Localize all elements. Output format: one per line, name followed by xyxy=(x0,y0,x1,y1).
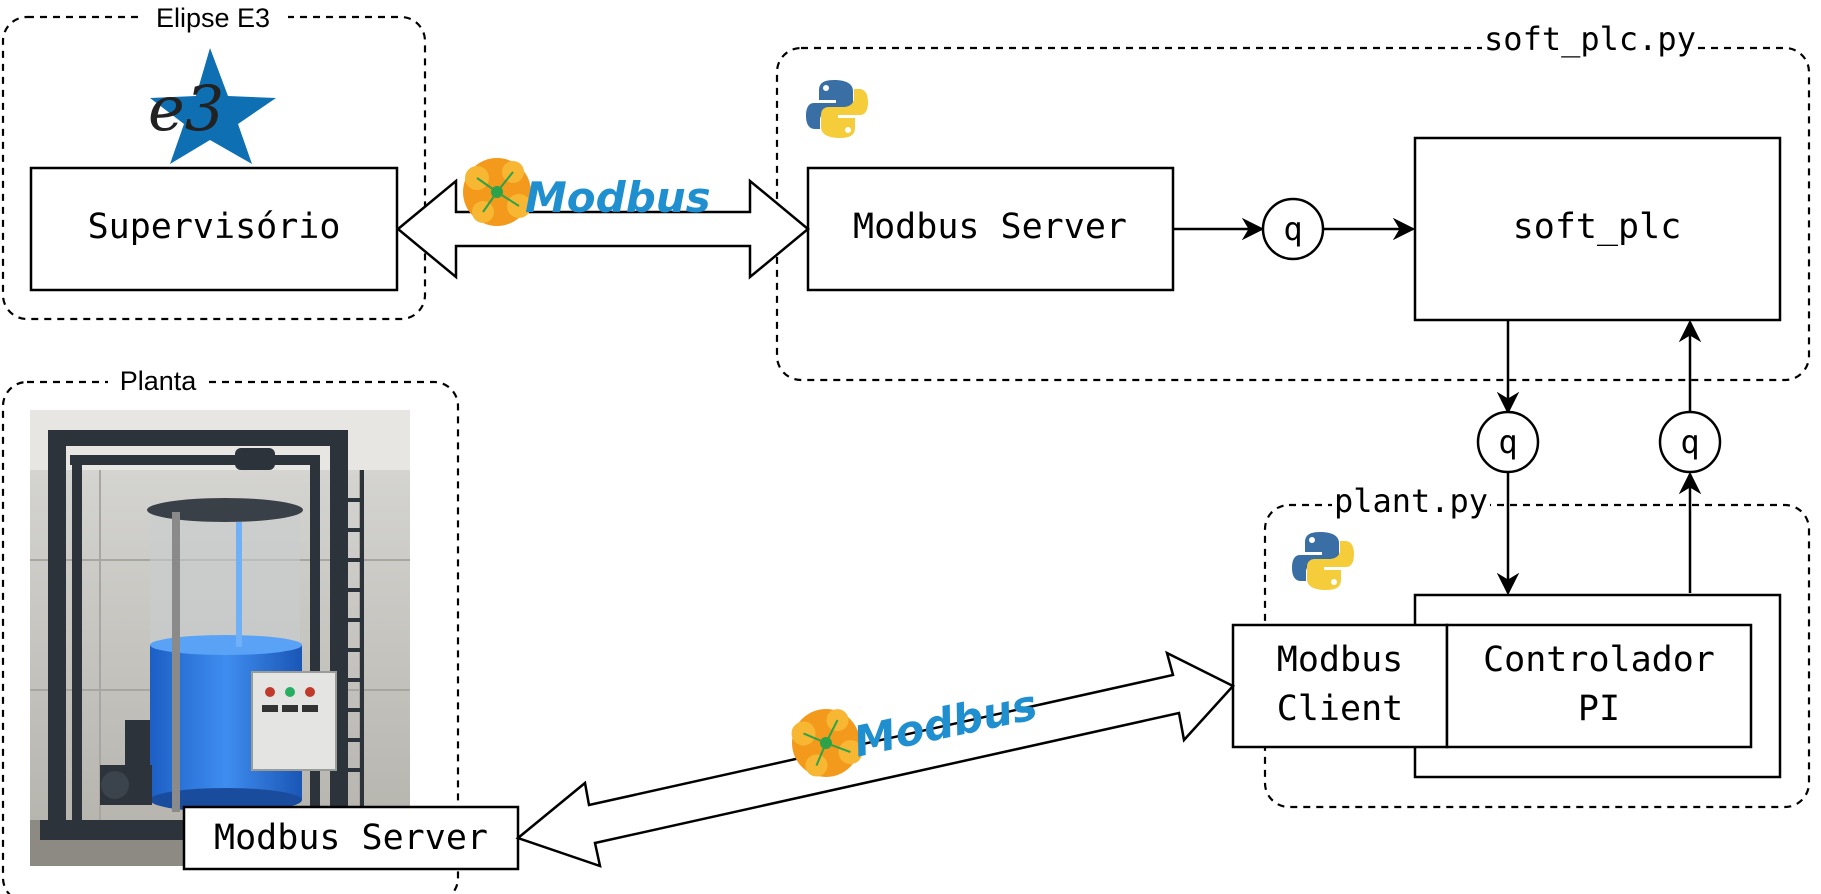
modbus-client-label-1: Modbus xyxy=(1277,640,1403,680)
modbus-server-plant-label: Modbus Server xyxy=(214,818,488,858)
python-icon xyxy=(806,80,868,138)
modbus-server-plant-box xyxy=(182,805,520,871)
modbus-link-bottom: Modbus xyxy=(515,650,1236,868)
python-icon-plant xyxy=(1292,532,1354,590)
modbus-logo-top-text: Modbus xyxy=(525,173,711,222)
group-title-elipse: Elipse E3 xyxy=(156,3,270,33)
group-plant-py: plant.py Modbus Client Controlador PI xyxy=(1231,482,1811,809)
queue-q1-label: q xyxy=(1283,210,1302,248)
group-title-soft-plc: soft_plc.py xyxy=(1484,20,1696,58)
group-planta: Planta xyxy=(1,366,520,894)
modbus-server-plc-label: Modbus Server xyxy=(853,207,1127,247)
controlador-pi-box xyxy=(1445,623,1753,749)
queue-q3-label: q xyxy=(1680,423,1699,461)
group-elipse-e3: Elipse E3 e3 Supervisório xyxy=(1,3,427,321)
soft-plc-label: soft_plc xyxy=(1513,207,1682,247)
queue-q2-label: q xyxy=(1498,423,1517,461)
soft-plc-box xyxy=(1413,136,1782,322)
group-title-plant: plant.py xyxy=(1334,482,1488,520)
modbus-client-label-2: Client xyxy=(1277,689,1403,729)
plant-tank-image xyxy=(30,410,410,866)
modbus-client-box xyxy=(1231,623,1449,749)
modbus-double-arrow-top xyxy=(396,178,810,280)
controlador-label-2: PI xyxy=(1578,689,1620,729)
e3-logo-text: e3 xyxy=(148,72,224,145)
plc-controller-links: q q xyxy=(1476,319,1722,596)
supervisorio-box xyxy=(29,166,399,292)
group-title-planta: Planta xyxy=(120,366,198,396)
modbus-server-plc-box xyxy=(806,166,1175,292)
supervisorio-label: Supervisório xyxy=(88,207,341,247)
group-soft-plc: soft_plc.py Modbus Server soft_plc q xyxy=(775,20,1811,382)
e3-logo: e3 xyxy=(148,48,276,164)
modbus-logo-top: Modbus xyxy=(463,158,711,226)
controlador-label-1: Controlador xyxy=(1483,640,1715,680)
modbus-double-arrow-bottom xyxy=(515,650,1236,868)
modbus-link-top: Modbus xyxy=(396,158,810,280)
